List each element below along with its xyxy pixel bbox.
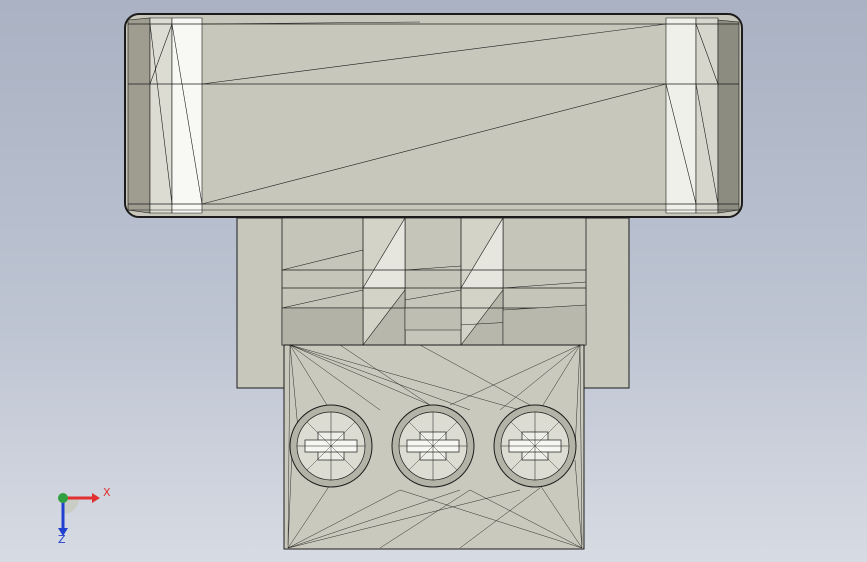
cap-top[interactable] (124, 13, 743, 218)
screw-2[interactable] (391, 404, 475, 488)
axis-z-label: Z (58, 533, 66, 546)
terminal-block-bottom[interactable] (283, 344, 585, 550)
screw-1[interactable] (289, 404, 373, 488)
axis-x-label: X (103, 486, 111, 499)
coordinate-triad-icon: X Y Z (40, 478, 120, 548)
screw-3[interactable] (493, 404, 577, 488)
